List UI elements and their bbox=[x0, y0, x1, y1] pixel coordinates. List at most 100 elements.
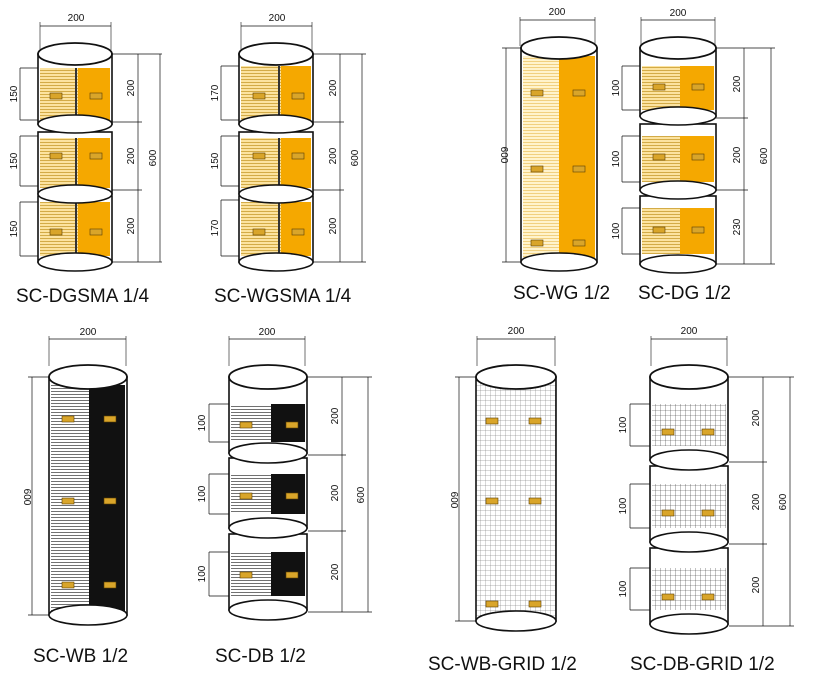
specimen-caption: SC-WB 1/2 bbox=[33, 646, 128, 667]
strain-gauge-icon bbox=[49, 228, 63, 236]
strain-gauge-icon bbox=[530, 165, 544, 173]
strain-gauge-icon bbox=[701, 509, 715, 517]
specimen-caption: SC-DG 1/2 bbox=[638, 283, 731, 304]
diameter-label: 200 bbox=[68, 13, 85, 24]
segment-height-label: 200 bbox=[751, 493, 762, 510]
cylinder-segment bbox=[639, 123, 717, 200]
cylinder-segment bbox=[649, 547, 729, 635]
strain-gauge-icon bbox=[103, 497, 117, 505]
band-height-label: 100 bbox=[611, 222, 622, 239]
strain-gauge-icon bbox=[572, 165, 586, 173]
segment-height-label: 200 bbox=[328, 147, 339, 164]
specimen-wbgrid: 200 600 SC-WB-GRID 1/2 bbox=[428, 326, 577, 675]
segment-height-label: 200 bbox=[330, 407, 341, 424]
strain-gauge-icon bbox=[661, 428, 675, 436]
cylinder-segment bbox=[228, 457, 308, 539]
band-height-label: 100 bbox=[611, 79, 622, 96]
band-height-label: 150 bbox=[210, 152, 221, 169]
strain-gauge-icon bbox=[701, 428, 715, 436]
strain-gauge-icon bbox=[291, 152, 305, 160]
strain-gauge-icon bbox=[49, 92, 63, 100]
strain-gauge-icon bbox=[239, 492, 253, 500]
strain-gauge-icon bbox=[252, 92, 266, 100]
cylinder-segment bbox=[238, 195, 314, 272]
band-height-label: 100 bbox=[197, 485, 208, 502]
segment-height-label: 200 bbox=[732, 146, 743, 163]
total-height-label: 600 bbox=[356, 486, 367, 503]
strain-gauge-icon bbox=[49, 152, 63, 160]
segment-height-label: 200 bbox=[330, 484, 341, 501]
segment-height-label: 200 bbox=[751, 576, 762, 593]
segment-height-label: 200 bbox=[126, 217, 137, 234]
strain-gauge-icon bbox=[485, 497, 499, 505]
specimen-dgsma: 200 bbox=[9, 13, 162, 307]
strain-gauge-icon bbox=[285, 492, 299, 500]
diameter-label: 200 bbox=[259, 327, 276, 338]
specimen-caption: SC-WGSMA 1/4 bbox=[214, 286, 352, 307]
strain-gauge-icon bbox=[89, 92, 103, 100]
specimen-db: 200 100 100 100 bbox=[197, 327, 372, 667]
specimen-caption: SC-DB-GRID 1/2 bbox=[630, 654, 775, 675]
strain-gauge-icon bbox=[652, 83, 666, 91]
strain-gauge-icon bbox=[239, 571, 253, 579]
cylinder-segment bbox=[639, 36, 717, 126]
strain-gauge-icon bbox=[485, 417, 499, 425]
strain-gauge-icon bbox=[291, 228, 305, 236]
strain-gauge-icon bbox=[252, 152, 266, 160]
strain-gauge-icon bbox=[701, 593, 715, 601]
strain-gauge-icon bbox=[61, 415, 75, 423]
diameter-label: 200 bbox=[269, 13, 286, 24]
cylinder-segment bbox=[228, 364, 308, 464]
segment-height-label: 200 bbox=[751, 409, 762, 426]
strain-gauge-icon bbox=[291, 92, 305, 100]
total-height-label: 600 bbox=[498, 147, 509, 164]
cylinder-segment bbox=[37, 131, 113, 204]
strain-gauge-icon bbox=[485, 600, 499, 608]
cylinder-segment bbox=[37, 195, 113, 272]
strain-gauge-icon bbox=[691, 226, 705, 234]
band-height-label: 100 bbox=[618, 580, 629, 597]
strain-gauge-icon bbox=[89, 228, 103, 236]
strain-gauge-icon bbox=[103, 415, 117, 423]
band-height-label: 150 bbox=[9, 220, 20, 237]
specimen-dbgrid: 200 100 100 100 200 200 bbox=[618, 326, 794, 675]
strain-gauge-icon bbox=[661, 593, 675, 601]
specimen-caption: SC-WB-GRID 1/2 bbox=[428, 654, 577, 675]
band-height-label: 150 bbox=[9, 85, 20, 102]
band-height-label: 100 bbox=[611, 150, 622, 167]
strain-gauge-icon bbox=[530, 239, 544, 247]
band-height-label: 170 bbox=[210, 219, 221, 236]
diameter-label: 200 bbox=[549, 7, 566, 18]
segment-height-label: 200 bbox=[732, 75, 743, 92]
segment-height-label: 200 bbox=[126, 147, 137, 164]
cylinder-segment bbox=[649, 465, 729, 553]
segment-height-label: 200 bbox=[328, 217, 339, 234]
cylinder-segment bbox=[37, 42, 113, 134]
total-height-label: 600 bbox=[21, 489, 32, 506]
cylinder-segment bbox=[238, 42, 314, 134]
specimen-wg: 200 600 SC-WG 1/2 bbox=[498, 7, 610, 304]
band-height-label: 100 bbox=[618, 416, 629, 433]
strain-gauge-icon bbox=[61, 581, 75, 589]
band-height-label: 100 bbox=[197, 414, 208, 431]
cylinder-segment bbox=[649, 364, 729, 471]
cylinder-segment bbox=[228, 533, 308, 621]
cylinder-segment bbox=[238, 131, 314, 204]
specimen-caption: SC-WG 1/2 bbox=[513, 283, 610, 304]
band-height-label: 150 bbox=[9, 152, 20, 169]
specimen-wb: 200 600 SC-WB 1/2 bbox=[21, 327, 128, 667]
diameter-label: 200 bbox=[670, 8, 687, 19]
strain-gauge-icon bbox=[528, 417, 542, 425]
diameter-label: 200 bbox=[508, 326, 525, 337]
total-height-label: 600 bbox=[148, 149, 159, 166]
segment-height-label: 200 bbox=[328, 79, 339, 96]
strain-gauge-icon bbox=[61, 497, 75, 505]
strain-gauge-icon bbox=[652, 226, 666, 234]
band-height-label: 100 bbox=[618, 497, 629, 514]
strain-gauge-icon bbox=[691, 153, 705, 161]
band-height-label: 100 bbox=[197, 565, 208, 582]
segment-height-label: 200 bbox=[330, 563, 341, 580]
strain-gauge-icon bbox=[528, 497, 542, 505]
total-height-label: 600 bbox=[759, 147, 770, 164]
specimen-wgsma: 200 170 bbox=[210, 13, 366, 307]
